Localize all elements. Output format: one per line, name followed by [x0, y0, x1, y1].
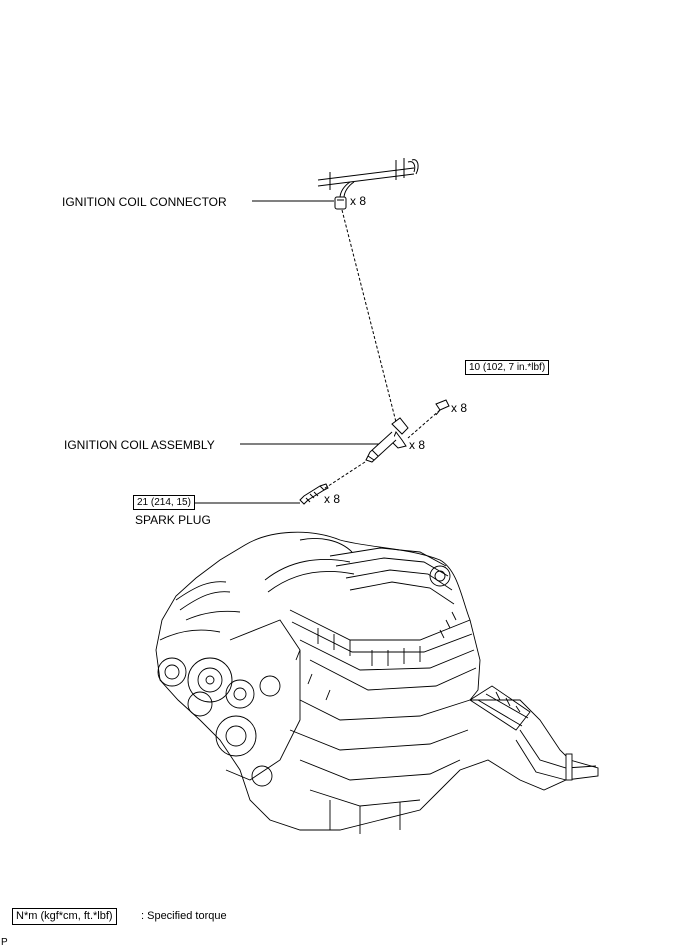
engine-illustration	[155, 531, 599, 834]
legend-text: : Specified torque	[141, 910, 227, 922]
bolt-part	[435, 399, 450, 416]
spark-plug-label: SPARK PLUG	[135, 513, 211, 527]
spark-plug-quantity: x 8	[324, 492, 341, 506]
spark-plug-torque-box: 21 (214, 15)	[133, 495, 195, 510]
coil-quantity: x 8	[409, 438, 426, 452]
ignition-coil-connector-part	[334, 196, 347, 210]
install-path-lines	[315, 209, 441, 495]
ignition-coil-assembly-label: IGNITION COIL ASSEMBLY	[64, 438, 215, 452]
spark-plug-part	[299, 483, 329, 505]
ignition-coil-connector-label: IGNITION COIL CONNECTOR	[62, 195, 227, 209]
connector-quantity: x 8	[350, 194, 367, 208]
page-code: P	[1, 937, 8, 948]
bolt-quantity: x 8	[451, 401, 468, 415]
ignition-coil-assembly-part	[365, 417, 409, 463]
legend-torque-box: N*m (kgf*cm, ft.*lbf)	[12, 908, 117, 925]
bolt-torque-box: 10 (102, 7 in.*lbf)	[465, 360, 550, 375]
wire-harness	[317, 158, 419, 199]
